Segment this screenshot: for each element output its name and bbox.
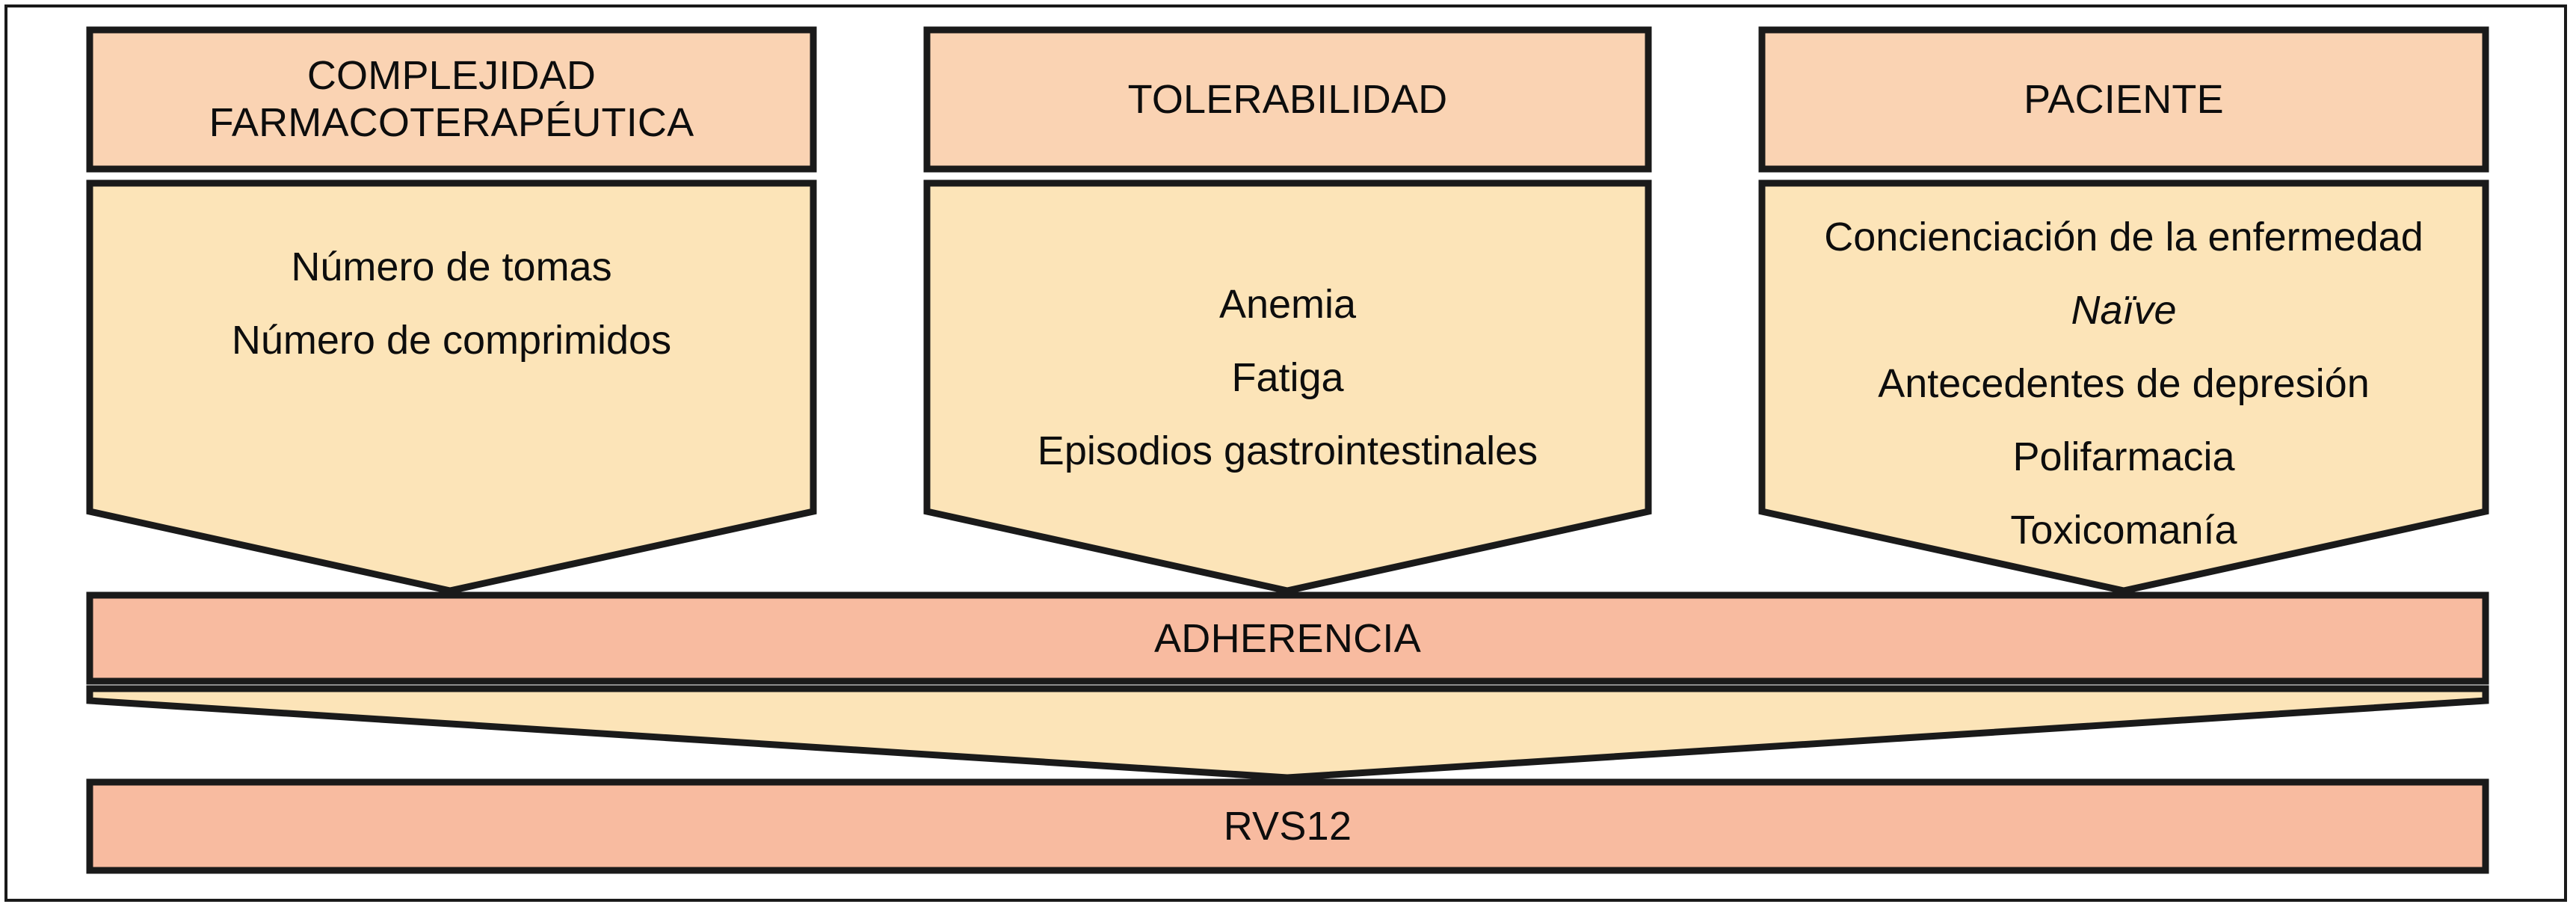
list-item: Antecedentes de depresión [1878,361,2370,406]
header-line-1: PACIENTE [2024,76,2224,122]
column-items-paciente: Concienciación de la enfermedad Naïve An… [1762,217,2486,550]
header-line-2: FARMACOTERAPÉUTICA [209,100,694,145]
list-item: Número de tomas [291,245,612,289]
adherence-bar-label: ADHERENCIA [1153,615,1422,661]
list-item: Polifarmacia [2012,434,2235,479]
column-header-box-complejidad [86,26,817,173]
column-items-tolerabilidad: Anemia Fatiga Episodios gastrointestinal… [927,284,1648,471]
header-line-1: COMPLEJIDAD [306,53,597,99]
column-header-box-paciente [1758,26,2489,173]
column-items-complejidad: Número de tomas Número de comprimidos [90,247,813,360]
adherence-to-result-arrow [86,685,2489,781]
list-item: Número de comprimidos [231,318,672,363]
column-header-box-tolerabilidad [923,26,1652,173]
list-item: Concienciación de la enfermedad [1824,215,2424,259]
list-item: Toxicomanía [2010,508,2237,553]
result-bar-label: RVS12 [1223,804,1352,849]
header-line-1: TOLERABILIDAD [1127,76,1448,122]
list-item: Anemia [1218,282,1357,327]
column-body-shape-complejidad [86,179,817,594]
column-body-shape-tolerabilidad [923,179,1652,594]
column-header-label-paciente: PACIENTE [1762,30,2486,169]
list-item: Naïve [2071,288,2177,333]
adherence-bar [86,591,2489,685]
column-header-label-tolerabilidad: TOLERABILIDAD [927,30,1648,169]
list-item: Fatiga [1231,355,1344,400]
column-header-label-complejidad: COMPLEJIDAD FARMACOTERAPÉUTICA [90,30,813,169]
column-body-shape-paciente [1758,179,2489,594]
result-bar [86,778,2489,874]
list-item: Episodios gastrointestinales [1037,428,1538,473]
